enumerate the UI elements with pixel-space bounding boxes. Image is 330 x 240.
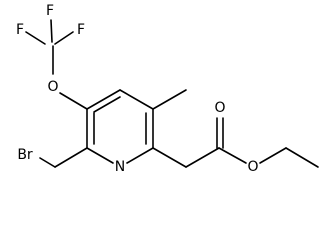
atom-label-carbonyl-oxygen: O: [214, 100, 225, 116]
bond-methyl: [152, 89, 187, 110]
bond-cf3-f3: [54, 31, 74, 45]
atom-label-ring-nitrogen: N: [115, 159, 125, 175]
atom-label-ester-oxygen: O: [247, 159, 258, 175]
bond-ester-o-ch2: [259, 147, 287, 164]
bond-c3-c4-inner: [93, 96, 121, 113]
bond-cf3-f1: [25, 31, 46, 45]
bond-n-c2: [86, 147, 114, 164]
bond-o-ring: [59, 92, 88, 110]
bond-c4-c5: [119, 89, 154, 110]
bond-c2-ch2: [54, 147, 88, 168]
bond-ch2-carbonyl: [185, 147, 220, 168]
atom-label-ether-oxygen: O: [47, 79, 58, 95]
bond-c3-c4: [86, 89, 121, 110]
atom-label-f1: F: [16, 22, 24, 38]
molecule-structure: F F F O Br N O O: [16, 3, 319, 175]
atom-label-f2: F: [46, 3, 54, 19]
atom-label-f3: F: [77, 22, 85, 38]
bond-c6-n: [126, 147, 154, 164]
bond-ch2-br: [39, 157, 56, 168]
atom-label-bromine: Br: [17, 147, 33, 163]
bond-ethyl: [285, 147, 319, 168]
bond-carbonyl-ester-o: [218, 147, 247, 164]
bond-cf3-f2: [50, 19, 53, 43]
bond-c6-ch2: [152, 147, 187, 168]
